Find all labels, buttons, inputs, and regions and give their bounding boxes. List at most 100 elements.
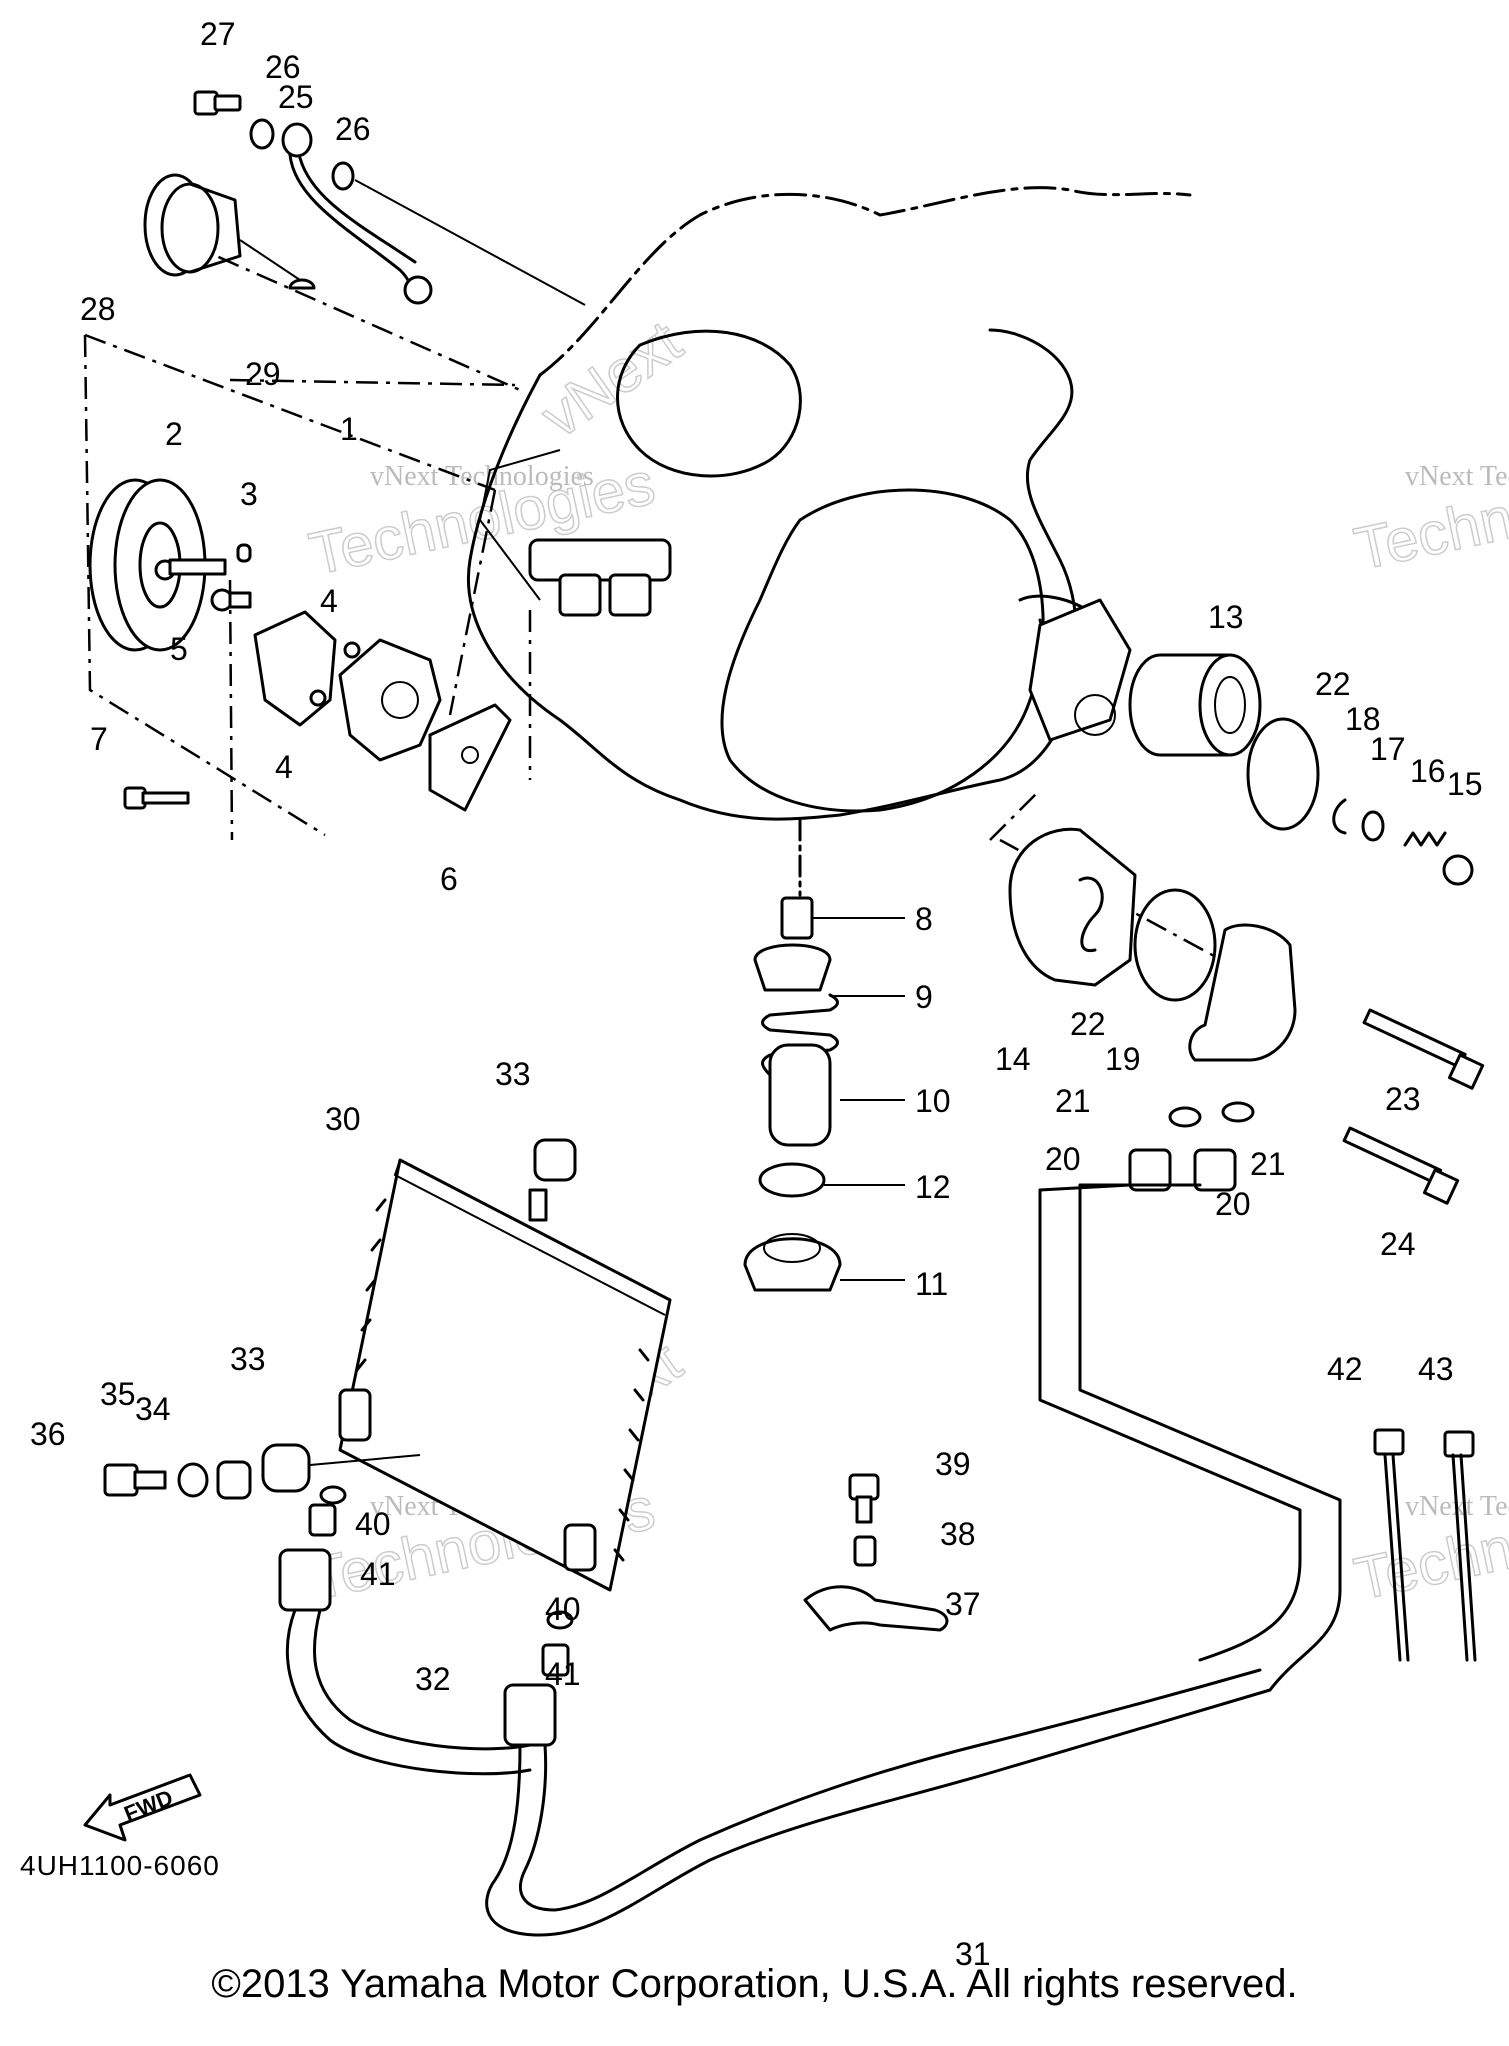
- callout-21: 21: [1250, 1146, 1286, 1182]
- damper-33: [533, 1138, 577, 1182]
- callout-5: 5: [170, 631, 188, 667]
- o-ring-12: [758, 1162, 826, 1198]
- callout-31: 31: [955, 1936, 991, 1972]
- callout-numbers: 1234456789101112131415161718192020212122…: [30, 16, 1483, 1972]
- callout-6: 6: [440, 861, 458, 897]
- washer-26: [249, 118, 275, 150]
- oil-filter-13: [1028, 598, 1262, 757]
- callout-1: 1: [340, 411, 358, 447]
- gasket-6: [428, 703, 512, 812]
- bolt-39: [848, 1473, 880, 1524]
- collar-41: [308, 1503, 337, 1537]
- callout-42: 42: [1327, 1351, 1363, 1387]
- watermark-right: vNext Technologies Technologies vNext Te…: [1348, 444, 1509, 1614]
- callout-40: 40: [545, 1591, 581, 1627]
- callout-43: 43: [1418, 1351, 1454, 1387]
- fwd-arrow-icon: FWD: [83, 1773, 202, 1842]
- callout-37: 37: [945, 1586, 981, 1622]
- crankcase: [467, 186, 1192, 897]
- callout-16: 16: [1410, 753, 1446, 789]
- callout-41: 41: [360, 1556, 396, 1592]
- cable-tie-42: [1373, 1428, 1410, 1662]
- callout-22: 22: [1315, 666, 1351, 702]
- callout-18: 18: [1345, 701, 1381, 737]
- callout-21: 21: [1055, 1083, 1091, 1119]
- callout-28: 28: [80, 291, 116, 327]
- pump-gear-2: [88, 478, 227, 652]
- banjo-25: [281, 122, 313, 158]
- cap-9: [753, 943, 832, 992]
- o-ring-22: [1246, 717, 1320, 831]
- washer-26b: [331, 161, 355, 191]
- cooler-mount-left: [103, 1443, 421, 1500]
- bolt-36: [103, 1463, 139, 1497]
- o-ring-40b: [546, 1610, 574, 1630]
- damper-33b: [261, 1443, 311, 1493]
- callout-15: 15: [1447, 766, 1483, 802]
- o-ring-22b: [1133, 888, 1217, 1002]
- callout-40: 40: [355, 1506, 391, 1542]
- oil-pipe-group: [193, 90, 586, 306]
- watermark-vnext-text: vNext: [529, 308, 693, 451]
- clamp-37: [803, 1585, 949, 1632]
- callout-20: 20: [1045, 1141, 1081, 1177]
- bolt-24: [1342, 1126, 1460, 1205]
- drive-gear-28: [143, 173, 316, 290]
- relief-stack: [743, 896, 842, 1292]
- collar-34: [216, 1460, 252, 1500]
- plug-8: [780, 896, 814, 940]
- watermark-label: vNext Technologies: [370, 461, 594, 492]
- callout-39: 39: [935, 1446, 971, 1482]
- callout-8: 8: [915, 901, 933, 937]
- cable-tie-43: [1443, 1430, 1477, 1662]
- spring-10: [761, 993, 839, 1077]
- callout-30: 30: [325, 1101, 361, 1137]
- callout-3: 3: [240, 476, 258, 512]
- callout-14: 14: [995, 1041, 1031, 1077]
- callout-32: 32: [415, 1661, 451, 1697]
- callout-29: 29: [245, 356, 281, 392]
- union-19: [1188, 923, 1297, 1062]
- callout-34: 34: [135, 1391, 171, 1427]
- callout-24: 24: [1380, 1226, 1416, 1262]
- filter-cover-14: [1008, 827, 1137, 987]
- pin-5: [210, 588, 252, 612]
- collar-41b: [541, 1643, 570, 1677]
- callout-35: 35: [100, 1376, 136, 1412]
- fitting-20: [1128, 1148, 1237, 1192]
- bolt-7: [123, 786, 190, 810]
- callout-20: 20: [1215, 1186, 1251, 1222]
- callout-9: 9: [915, 979, 933, 1015]
- callout-41: 41: [545, 1656, 581, 1692]
- callout-22: 22: [1070, 1006, 1106, 1042]
- callout-26: 26: [265, 49, 301, 85]
- washer-35: [177, 1462, 209, 1498]
- callout-7: 7: [90, 721, 108, 757]
- callout-25: 25: [278, 79, 314, 115]
- washer-21: [1168, 1106, 1202, 1128]
- callout-33: 33: [495, 1056, 531, 1092]
- callout-13: 13: [1208, 599, 1244, 635]
- oil-cooler-30: [338, 1158, 672, 1592]
- callout-23: 23: [1385, 1081, 1421, 1117]
- callout-38: 38: [940, 1516, 976, 1552]
- plug-11: [743, 1237, 842, 1292]
- dowel-4: [343, 641, 361, 659]
- copyright-notice: ©2013 Yamaha Motor Corporation, U.S.A. A…: [211, 1962, 1298, 2006]
- diagram-code: 4UH1100-6060: [20, 1850, 220, 1881]
- callout-2: 2: [165, 416, 183, 452]
- callout-33: 33: [230, 1341, 266, 1377]
- callout-26: 26: [335, 111, 371, 147]
- callout-36: 36: [30, 1416, 66, 1452]
- bolt-23: [1362, 1008, 1485, 1090]
- pin-3: [236, 543, 252, 563]
- watermark-label: vNext Technologies: [1405, 461, 1509, 492]
- callout-11: 11: [915, 1266, 948, 1302]
- callout-4: 4: [320, 583, 338, 619]
- cam-lobe: [528, 538, 672, 582]
- o-ring-40: [319, 1485, 347, 1505]
- dowel-4b: [309, 689, 327, 707]
- callout-12: 12: [915, 1169, 951, 1205]
